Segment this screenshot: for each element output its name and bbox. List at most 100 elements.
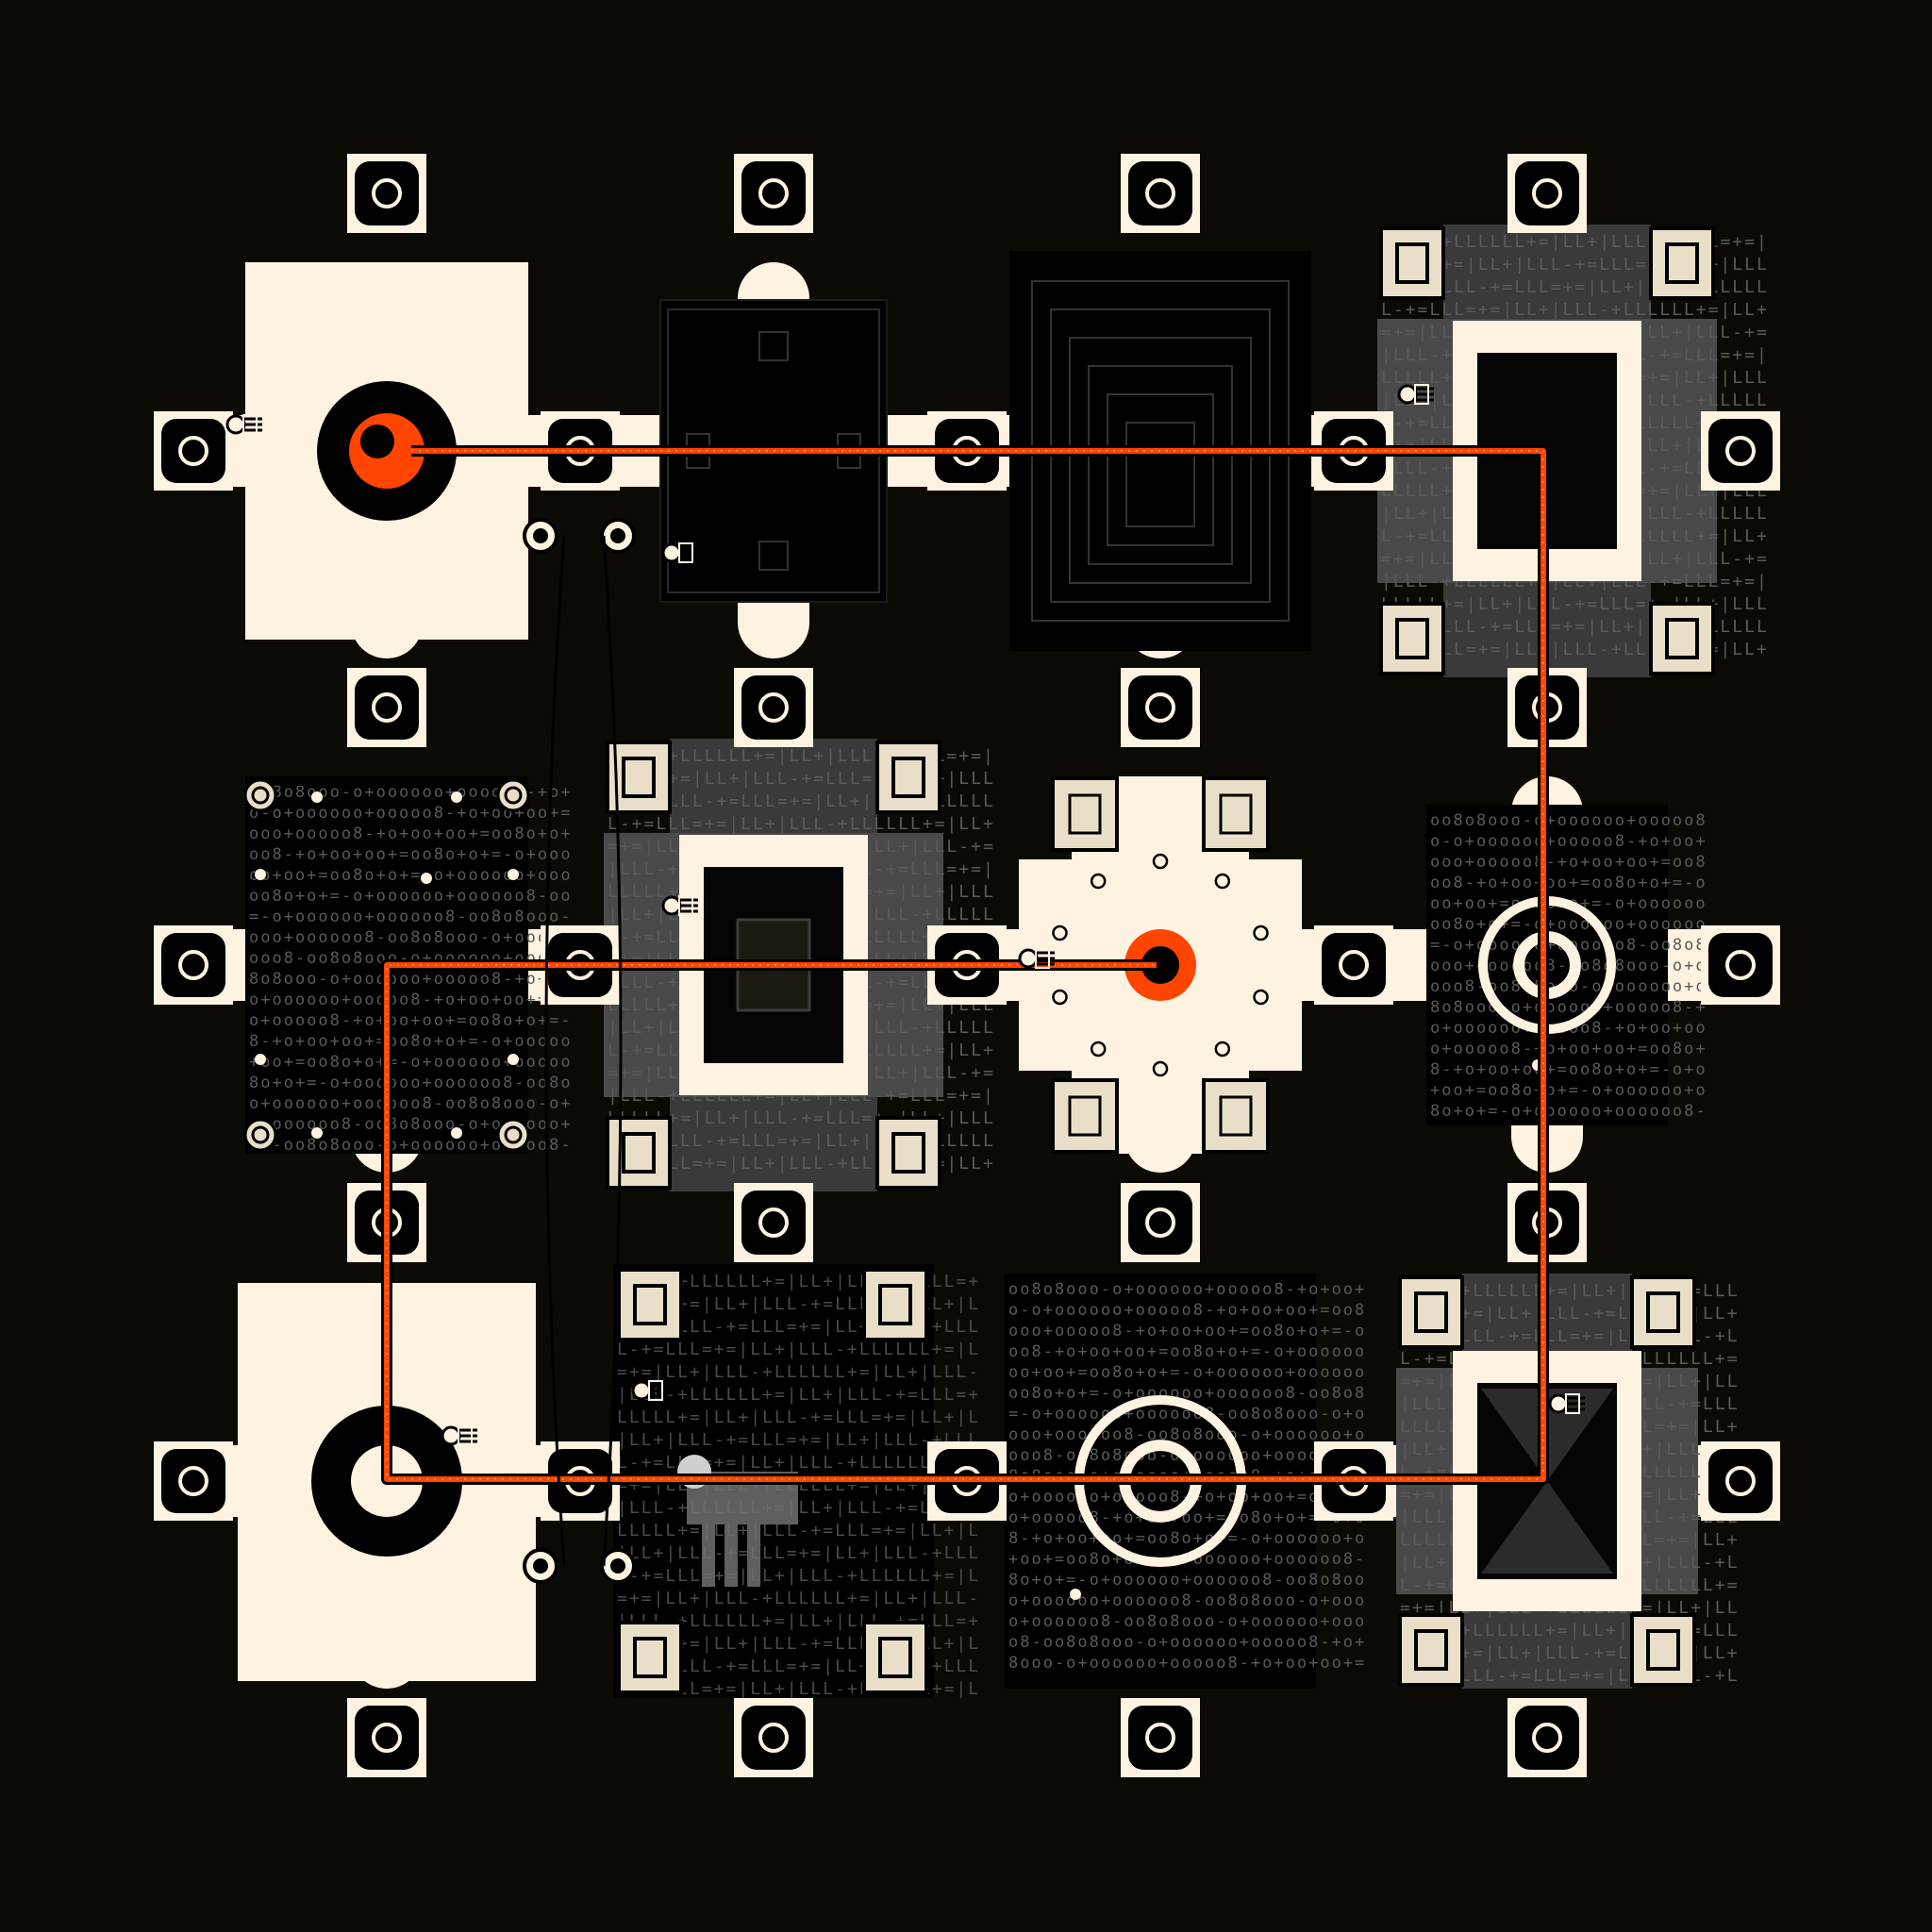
corner-slot	[862, 1268, 928, 1341]
port-v-2-0[interactable]	[1121, 154, 1200, 233]
chip-pin	[649, 1389, 668, 1392]
ring-dot-icon	[1253, 989, 1269, 1006]
port-h-0-0[interactable]	[154, 411, 233, 491]
port-v-0-1[interactable]	[347, 668, 426, 747]
texture-row: LLLLL+=|LL+|LLL-+=LLL=+=|LL+|L	[617, 1407, 980, 1427]
texture-row: o+oooooo+ooooo8-+o+oo+oo+=oo	[249, 991, 573, 1009]
lens-core	[533, 1558, 548, 1574]
bolt-inner	[251, 786, 270, 805]
port-h-0-4[interactable]	[1701, 411, 1780, 491]
texture-row: =-o+oooooo+oooooo8-oo8o8ooo-	[249, 908, 573, 926]
tile-r2c4[interactable]: oo8o8ooo-o+oooooo+ooooo8o-o+oooooo+ooooo…	[1426, 805, 1707, 1125]
port-v-1-0[interactable]	[734, 154, 813, 233]
chip-pin	[458, 1434, 477, 1438]
ring-dot-icon	[1052, 924, 1068, 941]
cable-line	[602, 535, 623, 1567]
dots-icon	[508, 1054, 519, 1065]
chip-frame	[458, 1425, 473, 1446]
port-body	[741, 1191, 806, 1255]
chip-marker-5	[441, 1425, 477, 1446]
corner-slot-inner	[622, 1132, 656, 1174]
corner-slot-inner	[891, 1132, 925, 1174]
corner-slot-inner	[1068, 793, 1102, 835]
dots-icon	[311, 1127, 323, 1139]
chip-head	[1397, 384, 1418, 405]
chip-pin	[1566, 1402, 1585, 1406]
port-ring-icon	[372, 1723, 402, 1753]
cable-line	[544, 535, 566, 1567]
chip-frame	[678, 895, 693, 916]
port-h-1-0[interactable]	[154, 925, 233, 1005]
lens-core	[533, 528, 548, 543]
ring-dot-icon	[1253, 924, 1269, 941]
port-v-3-0[interactable]	[1507, 154, 1587, 233]
texture-row: oo8o8ooo-o+oooooo+ooooo8-+o+oo+	[1008, 1280, 1366, 1299]
texture-row: oo8-+o+oo+oo+=oo8o+o+=-o+ooo	[249, 845, 573, 864]
port-v-2-1[interactable]	[1121, 668, 1200, 747]
bolt-icon	[496, 1118, 530, 1152]
corner-slot	[617, 1621, 683, 1694]
corner-slot-inner	[1665, 242, 1699, 284]
texture-row: o+oooooo+oooooo8-oo8o8ooo-o+ooo	[1008, 1591, 1366, 1610]
marker-dot	[1070, 1589, 1081, 1600]
chip-head	[1018, 948, 1039, 969]
texture-row: oo+oo+=oo8o+o+=-o+oooooo+oooooo	[1008, 1363, 1366, 1382]
chip-pin	[679, 551, 698, 555]
port-body	[1128, 1191, 1192, 1255]
port-v-0-0[interactable]	[347, 154, 426, 233]
port-v-0-3[interactable]	[347, 1698, 426, 1777]
hourglass-icon	[1481, 1389, 1613, 1574]
port-ring-icon	[178, 950, 208, 980]
square-marks-icon	[758, 541, 789, 571]
corner-slot	[1398, 1613, 1464, 1687]
corner-slot	[862, 1621, 928, 1694]
port-h-2-0[interactable]	[154, 1441, 233, 1521]
chip-head	[631, 1380, 652, 1401]
port-h-2-4[interactable]	[1701, 1441, 1780, 1521]
port-ring-icon	[1145, 1723, 1175, 1753]
port-ring-icon	[1145, 692, 1175, 723]
corner-slot	[1379, 602, 1445, 675]
chip-pin	[243, 423, 262, 426]
port-v-1-3[interactable]	[734, 1698, 813, 1777]
corner-slot	[1051, 776, 1119, 852]
chip-pin	[1415, 392, 1434, 396]
port-h-1-3[interactable]	[1314, 925, 1393, 1005]
chip-head	[661, 895, 682, 916]
chip-pin	[458, 1440, 477, 1443]
tile-r2c3[interactable]	[1019, 776, 1302, 1154]
port-body	[161, 419, 225, 483]
port-v-2-3[interactable]	[1121, 1698, 1200, 1777]
concentric-rect-icon	[1125, 422, 1195, 527]
corner-slot	[1051, 1078, 1119, 1154]
concentric-rect-icon	[1069, 337, 1252, 584]
texture-row: oo8o+o+=-o+oooooo+oooooo8-oo8o8	[1008, 1384, 1366, 1403]
corner-slot-inner	[1414, 1629, 1448, 1671]
chip-pin	[679, 545, 698, 549]
chip-head	[661, 542, 682, 563]
texture-row: oo8o8ooo-o+oooooo+ooooo8	[1430, 811, 1707, 830]
port-body	[355, 675, 419, 740]
chip-frame	[678, 542, 693, 563]
corner-slot	[606, 1116, 672, 1190]
corner-slot-inner	[633, 1637, 667, 1678]
overlay-layer	[225, 384, 1585, 1584]
port-v-1-2[interactable]	[734, 1183, 813, 1262]
ring-dot-icon	[1152, 1060, 1169, 1077]
texture-row: 8-+o+oo+oo+=oo8o+o+=-o+ooooo	[249, 1032, 573, 1051]
texture-row: 8o+o+=-o+oooooo+oooooo8-	[1430, 1102, 1707, 1121]
port-body	[1708, 419, 1773, 483]
port-v-3-3[interactable]	[1507, 1698, 1587, 1777]
bolt-icon	[243, 1118, 277, 1152]
corner-slot-inner	[1646, 1291, 1680, 1333]
chip-head	[1548, 1393, 1569, 1414]
chip-pin	[649, 1394, 668, 1398]
bolt-inner	[504, 786, 523, 805]
port-body	[1515, 1706, 1579, 1770]
port-v-1-1[interactable]	[734, 668, 813, 747]
port-v-2-2[interactable]	[1121, 1183, 1200, 1262]
chip-marker-2	[1397, 384, 1434, 405]
corner-slot-inner	[1414, 1291, 1448, 1333]
port-h-1-4[interactable]	[1701, 925, 1780, 1005]
